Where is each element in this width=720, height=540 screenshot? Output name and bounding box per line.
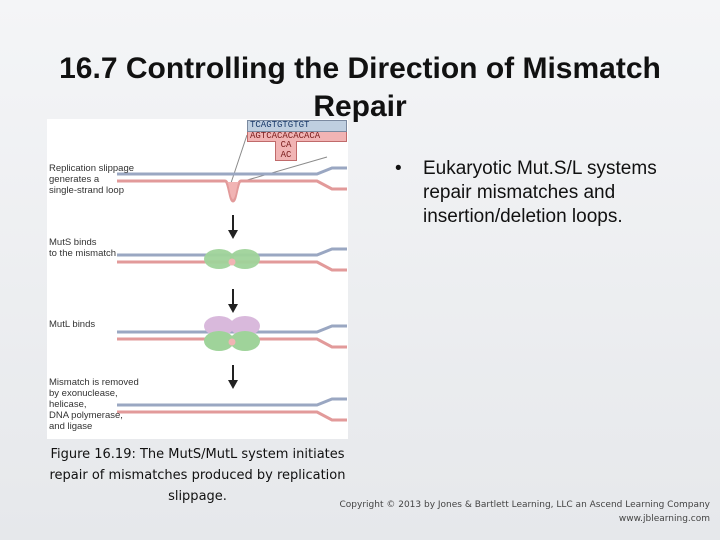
bullet-list: • Eukaryotic Mut.S/L systems repair mism… <box>395 157 695 229</box>
callout-line <box>230 134 248 184</box>
down-arrow-icon <box>228 365 238 389</box>
bullet-icon: • <box>395 158 402 179</box>
duplex-step-1 <box>117 166 347 203</box>
muts-protein <box>204 331 234 351</box>
step-2-label: MutS binds to the mismatch <box>49 237 117 259</box>
sequence-bottom-strand: AGTCACACACACA <box>247 131 347 142</box>
muts-protein <box>230 249 260 269</box>
mutl-protein <box>230 316 260 336</box>
publisher-url: www.jblearning.com <box>618 514 710 524</box>
down-arrow-icon <box>228 289 238 313</box>
muts-protein <box>204 249 234 269</box>
figure-mismatch-repair: TCAGTGTGTGT AGTCACACACACA CA AC Replicat… <box>47 119 348 439</box>
mutl-protein <box>204 316 234 336</box>
step-1-label: Replication slippage generates a single-… <box>49 163 135 196</box>
duplex-step-3 <box>117 316 347 351</box>
step-4-label: Mismatch is removed by exonuclease, heli… <box>49 377 139 432</box>
copyright-line: Copyright © 2013 by Jones & Bartlett Lea… <box>339 500 710 510</box>
sequence-callout: TCAGTGTGTGT AGTCACACACACA <box>247 120 347 142</box>
bullet-item: • Eukaryotic Mut.S/L systems repair mism… <box>395 157 695 229</box>
figure-caption: Figure 16.19: The MutS/MutL system initi… <box>49 447 346 504</box>
copyright-notice: Copyright © 2013 by Jones & Bartlett Lea… <box>340 498 710 526</box>
sequence-loop-base: AC <box>275 150 297 161</box>
muts-protein <box>230 331 260 351</box>
duplex-step-2 <box>117 247 347 272</box>
figure-diagram <box>117 134 347 422</box>
down-arrow-icon <box>228 215 238 239</box>
slide-title: 16.7 Controlling the Direction of Mismat… <box>59 52 661 124</box>
step-3-label: MutL binds <box>49 319 96 330</box>
callout-line <box>236 156 328 184</box>
bullet-text: Eukaryotic Mut.S/L systems repair mismat… <box>423 158 657 227</box>
duplex-step-4 <box>117 397 347 422</box>
sequence-top-strand: TCAGTGTGTGT <box>247 120 347 132</box>
